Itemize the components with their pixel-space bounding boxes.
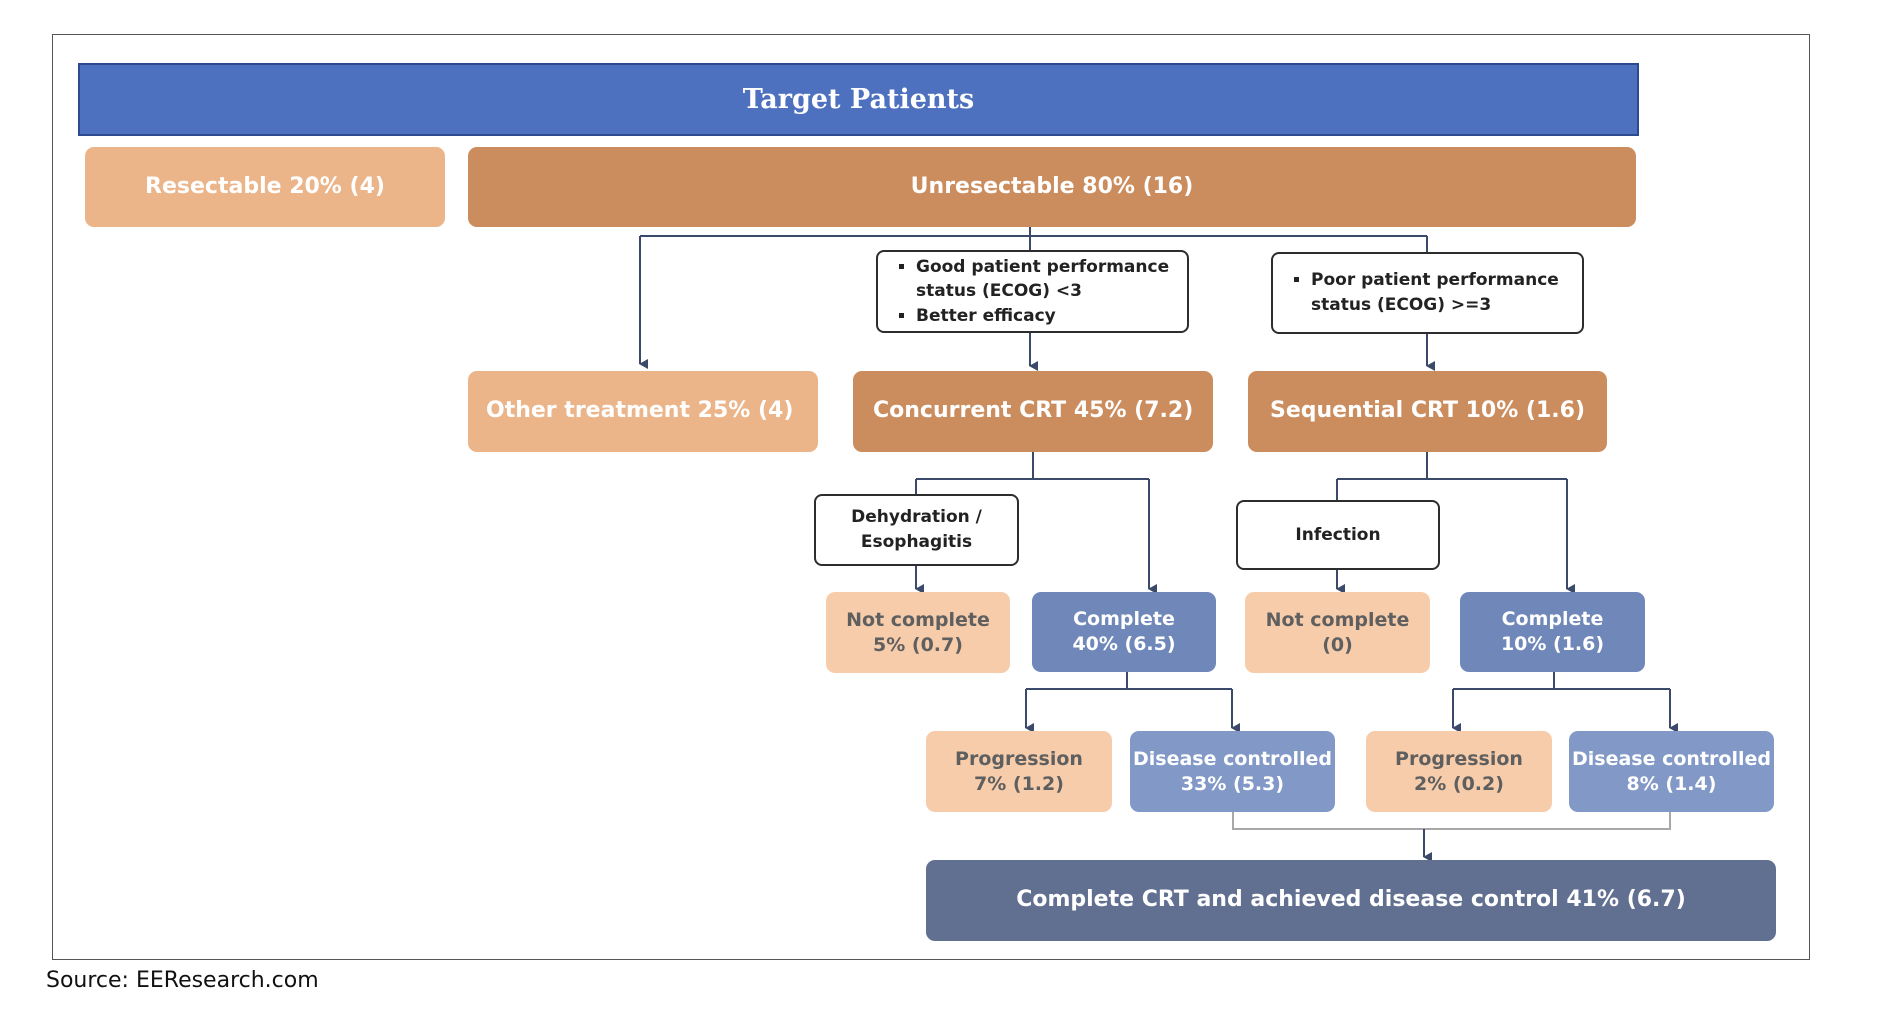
good-performance-note: Good patient performance status (ECOG) <… bbox=[876, 250, 1189, 333]
final-outcome-box: Complete CRT and achieved disease contro… bbox=[926, 860, 1776, 941]
dehydration-line2: Esophagitis bbox=[860, 532, 973, 552]
seq-disease-controlled-label: Disease controlled bbox=[1572, 747, 1771, 770]
better-efficacy-item: Better efficacy bbox=[916, 304, 1187, 329]
merge-line bbox=[1232, 811, 1671, 830]
unresectable-split-line bbox=[640, 227, 1427, 237]
seq-not-complete-value: (0) bbox=[1322, 633, 1353, 656]
conc-progression-value: 7% (1.2) bbox=[974, 772, 1064, 795]
resectable-box: Resectable 20% (4) bbox=[85, 147, 445, 227]
sequential-crt-box: Sequential CRT 10% (1.6) bbox=[1248, 371, 1607, 452]
conc-not-complete-value: 5% (0.7) bbox=[873, 633, 963, 656]
infection-note: Infection bbox=[1236, 500, 1440, 570]
poor-performance-item: Poor patient performance status (ECOG) >… bbox=[1311, 268, 1582, 317]
concurrent-crt-box: Concurrent CRT 45% (7.2) bbox=[853, 371, 1213, 452]
seq-disease-controlled-value: 8% (1.4) bbox=[1626, 772, 1717, 795]
target-patients-title: Target Patients bbox=[78, 63, 1639, 136]
diagram-frame bbox=[52, 34, 1810, 960]
conc-not-complete-label: Not complete bbox=[846, 608, 990, 631]
conc-complete-value: 40% (6.5) bbox=[1072, 633, 1176, 655]
conc-complete-label: Complete bbox=[1073, 608, 1175, 631]
seq-complete-value: 10% (1.6) bbox=[1500, 633, 1605, 655]
unresectable-box: Unresectable 80% (16) bbox=[468, 147, 1636, 227]
conc-disease-controlled-label: Disease controlled bbox=[1133, 747, 1332, 770]
source-caption: Source: EEResearch.com bbox=[46, 968, 319, 993]
seq-progression-label: Progression bbox=[1395, 747, 1523, 770]
sequential-split-line bbox=[1337, 452, 1567, 480]
dehydration-note: Dehydration / Esophagitis bbox=[814, 494, 1019, 566]
seq-progression-value: 2% (0.2) bbox=[1414, 772, 1504, 795]
seq-complete-split-line bbox=[1453, 672, 1670, 690]
conc-progression-label: Progression bbox=[955, 747, 1083, 770]
seq-complete-label: Complete bbox=[1501, 608, 1604, 631]
good-performance-item: Good patient performance status (ECOG) <… bbox=[916, 255, 1187, 304]
seq-not-complete-box: Not complete(0) bbox=[1245, 592, 1430, 673]
conc-disease-controlled-value: 33% (5.3) bbox=[1180, 772, 1285, 795]
conc-complete-split-line bbox=[1026, 672, 1232, 690]
poor-performance-note: Poor patient performance status (ECOG) >… bbox=[1271, 252, 1584, 334]
other-treatment-box: Other treatment 25% (4) bbox=[468, 371, 818, 452]
concurrent-split-line bbox=[916, 452, 1149, 480]
dehydration-line1: Dehydration / bbox=[851, 507, 982, 528]
seq-not-complete-label: Not complete bbox=[1265, 608, 1410, 631]
